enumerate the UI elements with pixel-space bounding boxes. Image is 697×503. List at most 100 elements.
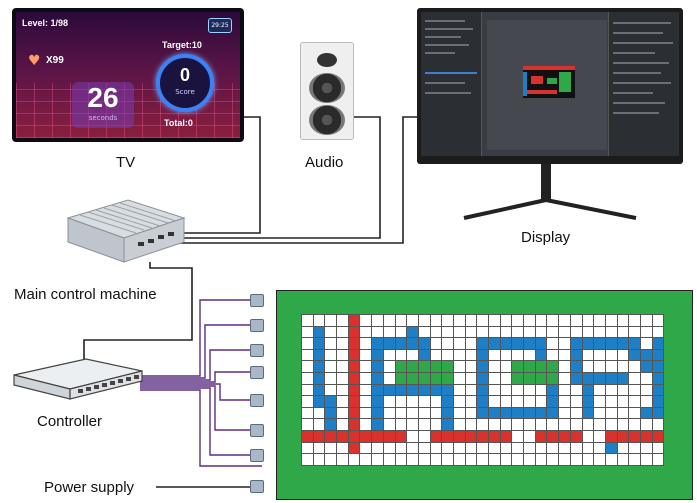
floor-tile: [313, 384, 326, 397]
floor-tile: [570, 396, 583, 408]
floor-tile: [477, 419, 489, 431]
floor-tile: [500, 419, 513, 431]
floor-tile: [629, 315, 641, 327]
floor-tile: [395, 349, 408, 362]
floor-tile: [605, 396, 618, 408]
floor-tile: [430, 361, 443, 373]
floor-tile: [348, 361, 361, 373]
floor-tile: [594, 396, 606, 408]
game-timer-value: 26: [87, 82, 119, 113]
floor-tile: [535, 349, 548, 362]
floor-tile: [652, 315, 665, 327]
floor-tile: [559, 442, 571, 455]
floor-tile: [570, 442, 583, 455]
floor-tile: [652, 419, 665, 431]
floor-tile: [594, 454, 606, 466]
floor-tile: [430, 407, 443, 420]
floor-tile: [348, 349, 361, 362]
floor-tile: [535, 442, 548, 455]
floor-tile: [453, 372, 466, 385]
floor-tile: [605, 407, 618, 420]
floor-tile: [617, 315, 630, 327]
floor-tile: [512, 361, 525, 373]
power-supply-label: Power supply: [44, 479, 135, 496]
floor-tile: [524, 442, 536, 455]
floor-tile: [407, 454, 419, 466]
monitor-stand-neck: [541, 164, 551, 200]
floor-tile: [453, 349, 466, 362]
floor-tile: [383, 349, 396, 362]
editor-canvas: [487, 20, 607, 150]
floor-tile: [313, 326, 326, 339]
floor-tile: [570, 315, 583, 327]
floor-tile: [640, 372, 653, 385]
floor-tile: [418, 430, 431, 443]
floor-tile: [489, 338, 501, 350]
floor-tile: [594, 338, 606, 350]
floor-tile: [383, 430, 396, 443]
floor-tile: [617, 361, 630, 373]
floor-tile: [617, 384, 630, 397]
floor-tile: [418, 384, 431, 397]
floor-tile: [500, 407, 513, 420]
floor-tile: [640, 430, 653, 443]
floor-tile: [582, 419, 595, 431]
floor-tile: [594, 326, 606, 339]
floor-tile: [512, 396, 525, 408]
floor-tile: [302, 419, 314, 431]
floor-tile: [337, 419, 349, 431]
floor-tile: [582, 361, 595, 373]
floor-tile: [535, 384, 548, 397]
floor-tile: [453, 315, 466, 327]
floor-tile: [395, 407, 408, 420]
audio-label: Audio: [305, 154, 344, 171]
floor-tile: [477, 372, 489, 385]
floor-tile: [383, 384, 396, 397]
floor-tile: [535, 361, 548, 373]
floor-tile: [430, 315, 443, 327]
floor-tile: [395, 372, 408, 385]
floor-tile: [430, 454, 443, 466]
floor-tile: [500, 326, 513, 339]
floor-tile: [605, 372, 618, 385]
floor-tile: [372, 430, 384, 443]
floor-tile: [652, 361, 665, 373]
floor-tile: [535, 419, 548, 431]
floor-tile: [640, 442, 653, 455]
floor-tile: [442, 326, 454, 339]
floor-tile: [477, 384, 489, 397]
floor-tile: [418, 454, 431, 466]
floor-tile: [535, 326, 548, 339]
floor-tile: [383, 326, 396, 339]
port-3: [250, 344, 264, 357]
floor-tile: [512, 430, 525, 443]
floor-tile: [360, 442, 373, 455]
floor-tile: [430, 326, 443, 339]
floor-tile: [489, 326, 501, 339]
floor-tile: [360, 454, 373, 466]
floor-tile: [570, 384, 583, 397]
floor-tile: [372, 419, 384, 431]
floor-tile: [535, 338, 548, 350]
floor-tile: [383, 442, 396, 455]
heart-icon: ♥: [28, 53, 41, 69]
floor-tile: [629, 372, 641, 385]
floor-tile: [325, 372, 338, 385]
game-lives: X99: [46, 55, 64, 66]
floor-tile: [337, 407, 349, 420]
floor-tile: [383, 338, 396, 350]
floor-tile: [500, 372, 513, 385]
floor-tile: [489, 442, 501, 455]
floor-tile: [442, 361, 454, 373]
floor-tile: [430, 372, 443, 385]
floor-tile: [442, 454, 454, 466]
floor-tile: [430, 349, 443, 362]
floor-tile: [512, 442, 525, 455]
floor-tile: [395, 454, 408, 466]
floor-tile: [325, 326, 338, 339]
floor-tile: [383, 361, 396, 373]
game-target: Target:10: [162, 40, 202, 50]
floor-tile: [465, 396, 478, 408]
floor-tile: [383, 372, 396, 385]
speaker-woofer-top: [309, 73, 345, 103]
